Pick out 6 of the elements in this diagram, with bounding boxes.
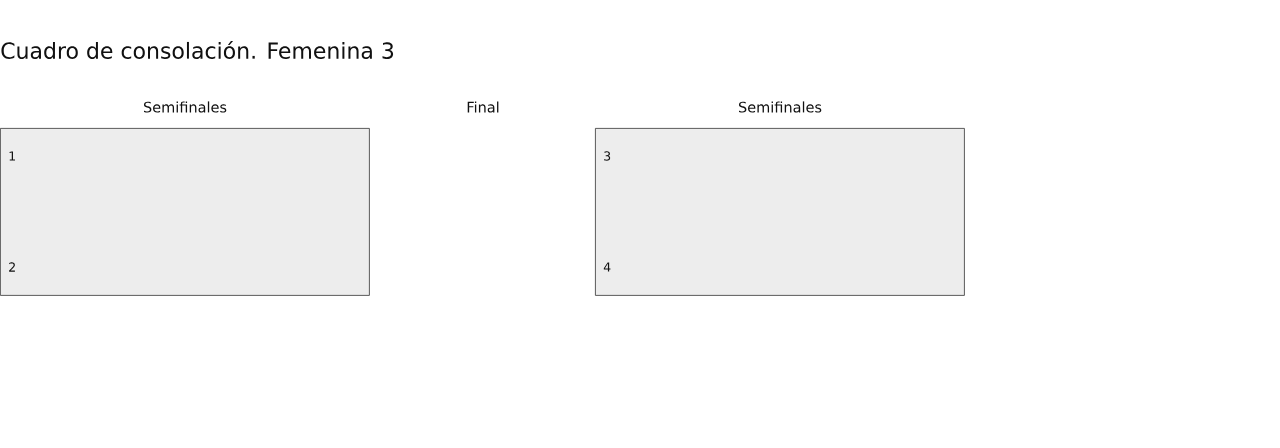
round-heading: Semifinales bbox=[143, 101, 227, 113]
round-heading: Final bbox=[467, 101, 499, 113]
match-box: 3 4 bbox=[595, 128, 965, 296]
match-box: 1 2 bbox=[0, 128, 370, 296]
round-heading: Semifinales bbox=[738, 101, 822, 113]
title: Cuadro de consolación. Femenina 3 bbox=[1, 41, 394, 59]
